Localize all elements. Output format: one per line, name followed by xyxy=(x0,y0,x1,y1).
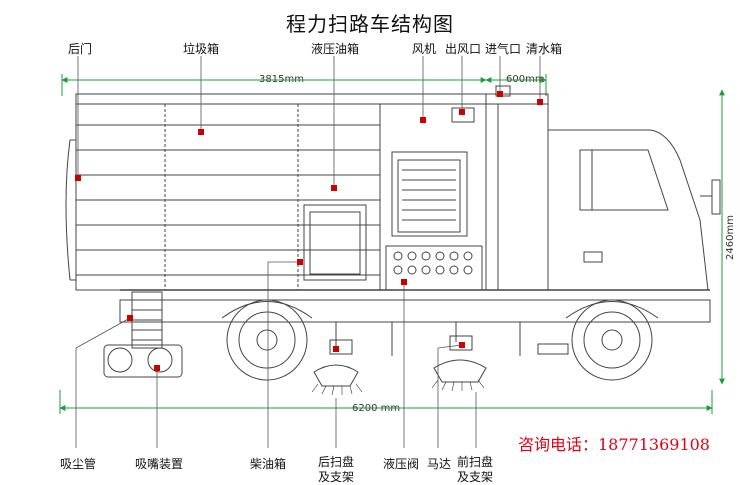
marker-hydraulic-tank xyxy=(331,185,337,191)
rear-wheel xyxy=(226,299,308,381)
marker-hydraulic-valve xyxy=(401,279,407,285)
cab-window xyxy=(579,149,669,211)
marker-air-outlet xyxy=(459,109,465,115)
label-water-tank: 清水箱 xyxy=(526,42,563,56)
garbage-body xyxy=(75,93,487,291)
marker-rear-door xyxy=(75,175,81,181)
label-air-outlet: 出风口 xyxy=(445,42,482,56)
suction-nozzle xyxy=(103,344,183,378)
label-garbage-box: 垃圾箱 xyxy=(183,42,220,56)
label-diesel-tank: 柴油箱 xyxy=(250,457,287,471)
label-rear-door: 后门 xyxy=(68,42,93,56)
label-rear-broom: 后扫盘 及支架 xyxy=(316,455,356,485)
diagram-title: 程力扫路车结构图 xyxy=(286,12,454,36)
water-tank xyxy=(485,93,549,291)
marker-suction-nozzle xyxy=(154,365,160,371)
marker-air-inlet xyxy=(497,91,503,97)
dim-tank-length: 600mm xyxy=(504,74,547,85)
label-air-inlet: 进气口 xyxy=(485,42,522,56)
rear-broom xyxy=(313,364,359,387)
dim-body-length: 3815mm xyxy=(257,74,306,85)
leader-lines xyxy=(75,56,541,448)
marker-water-tank xyxy=(537,99,543,105)
broom-bristles xyxy=(311,379,485,396)
dim-overall-length: 6200 mm xyxy=(350,403,403,414)
front-wheel xyxy=(571,299,653,381)
side-mirror xyxy=(711,179,721,215)
dimension-lines xyxy=(59,74,725,414)
label-front-broom: 前扫盘 及支架 xyxy=(455,455,495,485)
marker-dust-pipe xyxy=(127,315,133,321)
label-motor: 马达 xyxy=(427,457,452,471)
contact-phone: 咨询电话：18771369108 xyxy=(518,435,710,454)
front-broom xyxy=(433,359,487,383)
truck-outline xyxy=(65,85,721,387)
marker-garbage-box xyxy=(198,129,204,135)
truck-cab xyxy=(547,129,709,291)
marker-rear-broom xyxy=(333,346,339,352)
fan-grill-slats xyxy=(402,169,456,221)
dust-pipe xyxy=(131,291,163,349)
label-dust-pipe: 吸尘管 xyxy=(60,457,97,471)
marker-motor xyxy=(459,342,465,348)
label-hydraulic-valve: 液压阀 xyxy=(383,457,420,471)
label-markers xyxy=(75,91,543,371)
label-hydraulic-tank: 液压油箱 xyxy=(311,42,360,56)
marker-fan xyxy=(420,117,426,123)
marker-diesel-tank xyxy=(297,259,303,265)
hydraulic-valve-block xyxy=(385,245,483,291)
label-suction-nozzle: 吸嘴装置 xyxy=(135,457,184,471)
label-fan: 风机 xyxy=(412,42,437,56)
dim-height: 2460mm xyxy=(724,213,736,262)
